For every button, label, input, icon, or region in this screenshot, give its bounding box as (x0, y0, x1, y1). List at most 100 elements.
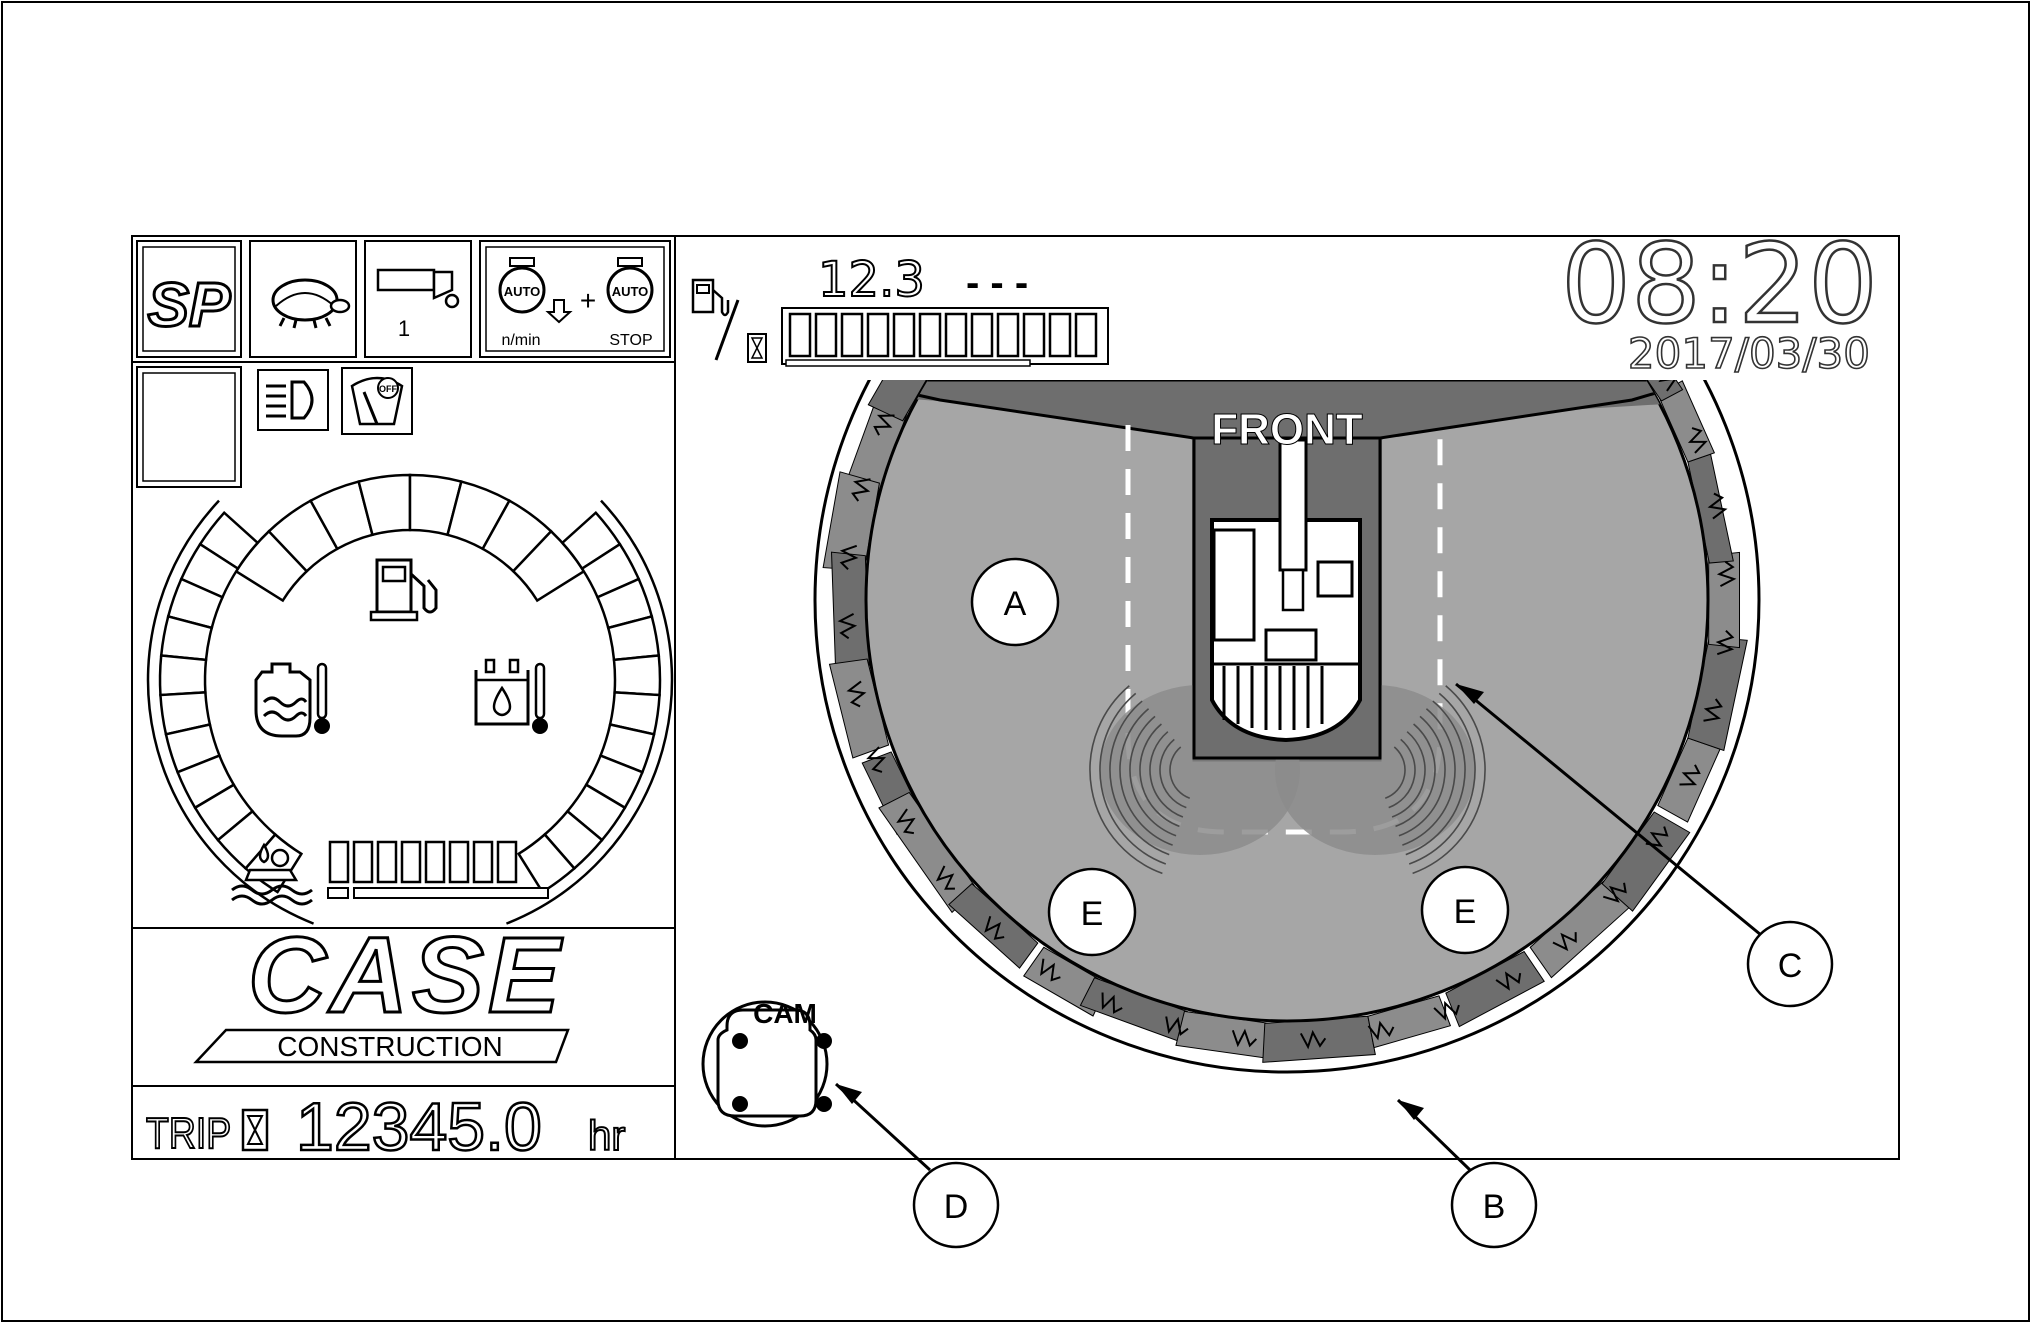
front-label: FRONT (1211, 405, 1363, 454)
surrounding-tree (851, 478, 871, 502)
def-bar-segment (328, 840, 350, 884)
blind-spot-hatch (1159, 738, 1187, 809)
attachment-mode-icon[interactable]: 1 (364, 240, 472, 358)
surrounding-tree (1679, 764, 1701, 786)
auto-idle-auto-stop-icon[interactable]: AUTO AUTO + n/min STOP (479, 240, 671, 358)
fuel-bar-segment (866, 312, 890, 358)
gauge-cluster (146, 473, 674, 925)
blind-spot-hatch (1398, 715, 1446, 837)
blind-spot-hatch (1129, 715, 1177, 837)
callout-e-left: E (1047, 867, 1137, 957)
blind-spot-hatch (1109, 700, 1170, 856)
surrounding-tree (1707, 492, 1728, 520)
coolant-gauge-segment (175, 753, 236, 810)
clock-date: 2017/03/30 (1628, 329, 1870, 378)
def-level-bar (327, 840, 549, 899)
surrounding-tree (1495, 971, 1522, 991)
clock-display: 08:20 2017/03/30 (1560, 219, 1880, 379)
surrounding-tree (1687, 427, 1708, 454)
surrounding-tree (1715, 629, 1735, 656)
def-bar-base-left (327, 887, 349, 899)
fuel-bar-segment (788, 312, 812, 358)
fuel-bar-segment (1074, 312, 1098, 358)
fuel-level-icon (369, 558, 438, 622)
surrounding-tree (1552, 932, 1577, 952)
svg-text:+: + (580, 285, 596, 316)
cam-button-label: CAM (753, 998, 817, 1029)
surrounding-tree (1433, 1000, 1460, 1021)
attachment-number: 1 (398, 316, 410, 341)
trip-hours-unit: hr (588, 1112, 625, 1159)
def-bar-segment (424, 840, 446, 884)
case-construction-logo: CASE CONSTRUCTION (193, 913, 570, 1064)
blind-spot-hatch (1119, 708, 1173, 846)
screen-border (131, 235, 1900, 1160)
fuel-consumption-display: 12.3 - - - (691, 251, 1109, 367)
blind-spot-hatch (1384, 746, 1406, 799)
blind-spot-hatch (1395, 723, 1436, 828)
trip-label: TRIP (146, 1108, 231, 1158)
callout-e-right-label: E (1454, 893, 1477, 931)
callout-c-label: C (1778, 947, 1803, 985)
fuel-bar-segment (892, 312, 916, 358)
fuel-bar-segment (1048, 312, 1072, 358)
surrounding-tree (984, 915, 1005, 940)
surrounding-tree (1231, 1028, 1258, 1048)
def-bar-segment (472, 840, 494, 884)
surrounding-tree (1367, 1020, 1395, 1041)
sp-mode-icon[interactable]: SP (136, 240, 242, 358)
trip-hours-value: 12345.0 (296, 1089, 542, 1165)
surrounding-tree (1658, 380, 1676, 392)
surrounding-tree (896, 808, 916, 835)
fuel-bar-segment (970, 312, 994, 358)
surrounding-tree (1165, 1016, 1189, 1036)
surrounding-tree (1645, 826, 1669, 847)
def-bar-segment (448, 840, 470, 884)
fuel-consumption-icon (691, 278, 767, 363)
wiper-off-icon[interactable]: OFF (341, 367, 413, 435)
def-bar-segment (376, 840, 398, 884)
blind-spot-hatch (1169, 746, 1191, 799)
hydraulic-gauge-segment (612, 654, 662, 697)
clock-time: 08:20 (1561, 220, 1878, 348)
surrounding-building (1646, 380, 1684, 402)
blind-spot-hatch (1412, 685, 1486, 875)
surrounding-tree (935, 865, 955, 890)
blind-spot-hatch (1099, 692, 1167, 865)
eco-mode-turtle-icon[interactable] (249, 240, 357, 358)
callout-d: D (834, 1082, 1000, 1249)
def-level-icon (231, 842, 313, 906)
callout-c: C (1455, 682, 1834, 1008)
fuel-consumption-bar (781, 307, 1109, 367)
coolant-gauge-segment (198, 510, 260, 571)
callout-a: A (970, 557, 1060, 647)
fuel-consumption-unit-placeholder: - - - (966, 261, 1028, 305)
blind-spot-hatch (1402, 708, 1456, 846)
work-light-icon[interactable] (257, 369, 329, 431)
surrounding-tree (839, 544, 859, 571)
surroundings-band (822, 380, 1748, 1063)
hydraulic-oil-temperature-icon (474, 658, 548, 734)
coolant-gauge-segment (159, 691, 212, 736)
surrounding-tree (1040, 958, 1061, 982)
blind-spot-hatch (1408, 692, 1476, 865)
callout-b-label: B (1483, 1188, 1506, 1226)
camera-button[interactable]: CAM (701, 998, 832, 1128)
hydraulic-arc-outline (505, 499, 674, 925)
callout-d-label: D (944, 1188, 969, 1226)
excavator-top-view (1192, 436, 1382, 760)
auto-label-left: AUTO (504, 284, 541, 299)
coolant-gauge-segment (166, 577, 225, 630)
surrounding-tree (873, 414, 895, 436)
blind-spot-hatch (1391, 731, 1426, 818)
blind-spot-hatch (1139, 723, 1180, 828)
blank-indicator-slot (136, 366, 242, 488)
surrounding-building (1262, 1015, 1376, 1063)
def-bar-base (353, 887, 549, 899)
coolant-arc-outline (146, 499, 315, 925)
surrounding-tree (846, 680, 867, 708)
hydraulic-gauge-segment (516, 832, 577, 894)
callout-b: B (1396, 1098, 1538, 1249)
wiper-off-label: OFF (379, 384, 397, 394)
